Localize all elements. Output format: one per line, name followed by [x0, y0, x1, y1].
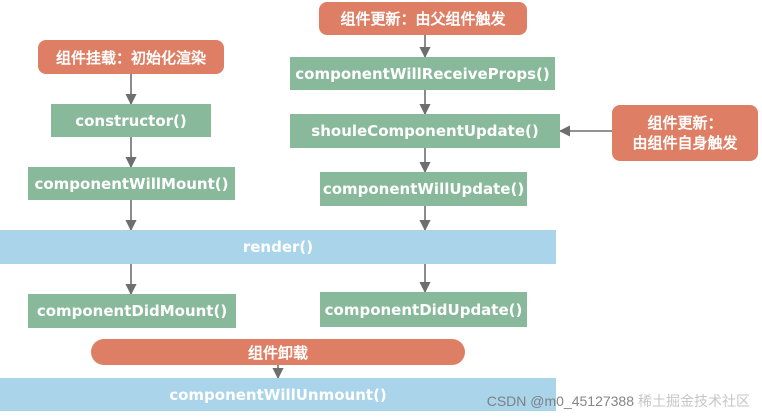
component-will-mount-node: componentWillMount() [28, 167, 235, 200]
watermark-text: CSDN @m0_45127388 [486, 393, 634, 409]
self-update-trigger-label: 组件更新： 由组件自身触发 [612, 105, 758, 161]
render-node: render() [0, 230, 556, 264]
constructor-node: constructor() [51, 104, 211, 137]
mount-trigger-label: 组件挂载：初始化渲染 [38, 40, 224, 74]
should-component-update-node: shouleComponentUpdate() [290, 114, 560, 148]
component-will-unmount-node: componentWillUnmount() [0, 378, 556, 411]
self-update-trigger-line1: 组件更新： [647, 114, 723, 132]
self-update-trigger-line2: 由组件自身触发 [632, 134, 738, 152]
component-did-mount-node: componentDidMount() [28, 294, 236, 328]
component-will-receive-props-node: componentWillReceiveProps() [290, 57, 555, 90]
unmount-trigger-label: 组件卸载 [91, 339, 465, 365]
watermark-overlay-text: 稀土掘金技术社区 [638, 393, 750, 409]
component-will-update-node: componentWillUpdate() [320, 172, 527, 206]
parent-update-trigger-label: 组件更新：由父组件触发 [319, 2, 527, 35]
component-did-update-node: componentDidUpdate() [320, 292, 527, 327]
